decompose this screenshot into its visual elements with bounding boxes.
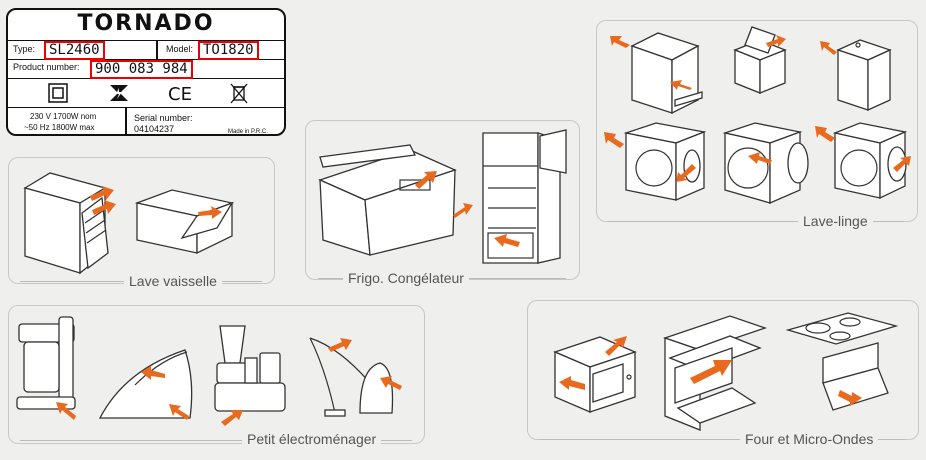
divider bbox=[125, 107, 127, 134]
coffee-maker-illustration bbox=[16, 316, 76, 420]
divider bbox=[8, 40, 284, 41]
built-in-oven-illustration bbox=[662, 315, 768, 431]
iron-illustration bbox=[98, 349, 193, 420]
serial-number-value: 04104237 bbox=[134, 124, 175, 134]
model-label: Model: bbox=[166, 44, 194, 54]
safety-mark-icon bbox=[110, 85, 128, 101]
divider bbox=[8, 107, 284, 108]
serial-number-label: Serial number: bbox=[134, 113, 193, 123]
chest-freezer-illustration bbox=[318, 144, 473, 256]
washer-top-illustration bbox=[610, 32, 703, 115]
washer-frontloader-open-illustration bbox=[722, 122, 809, 204]
washer-caption: Lave-linge bbox=[798, 213, 873, 229]
type-label: Type: bbox=[13, 44, 36, 54]
microwave-illustration bbox=[553, 336, 637, 413]
washer-toploader-illustration bbox=[733, 26, 787, 94]
caption-line bbox=[20, 440, 412, 441]
dishwasher-tall-illustration bbox=[23, 172, 116, 275]
caption-line bbox=[540, 439, 905, 440]
brand-logo: TORNADO bbox=[77, 11, 215, 36]
made-in-label: Made in P.R.C. bbox=[228, 129, 268, 135]
type-value: SL2460 bbox=[44, 41, 105, 60]
double-insulation-icon bbox=[48, 83, 68, 103]
cooker-hob-illustration bbox=[785, 312, 899, 411]
small-appliances-caption: Petit électroménager bbox=[242, 431, 382, 447]
vacuum-cleaner-illustration bbox=[309, 337, 402, 417]
dishwasher-compact-illustration bbox=[134, 189, 235, 255]
dishwasher-caption: Lave vaisselle bbox=[124, 273, 222, 289]
power-rating-line2: ~50 Hz 1800W max bbox=[24, 123, 95, 132]
oven-caption: Four et Micro-Ondes bbox=[740, 431, 879, 447]
food-processor-illustration bbox=[214, 325, 286, 426]
divider bbox=[156, 40, 158, 59]
washer-frontloader-illustration bbox=[604, 122, 707, 201]
divider bbox=[8, 59, 284, 60]
ce-mark-icon: CE bbox=[168, 84, 192, 105]
product-number-label: Product number: bbox=[13, 62, 80, 72]
power-rating-line1: 230 V 1700W nom bbox=[30, 112, 97, 121]
fridge-freezer-illustration bbox=[482, 129, 567, 264]
weee-bin-icon bbox=[230, 83, 248, 104]
washer-frontloader-side-illustration bbox=[815, 122, 911, 200]
svg-text:CE: CE bbox=[168, 84, 192, 105]
washer-compact-illustration bbox=[820, 39, 892, 112]
product-number-value: 900 083 984 bbox=[90, 60, 193, 79]
caption-line bbox=[608, 221, 904, 222]
model-value: TO1820 bbox=[198, 41, 259, 60]
rating-plate: TORNADO Type: SL2460 Model: TO1820 Produ… bbox=[6, 8, 286, 136]
fridge-caption: Frigo. Congélateur bbox=[343, 270, 469, 286]
